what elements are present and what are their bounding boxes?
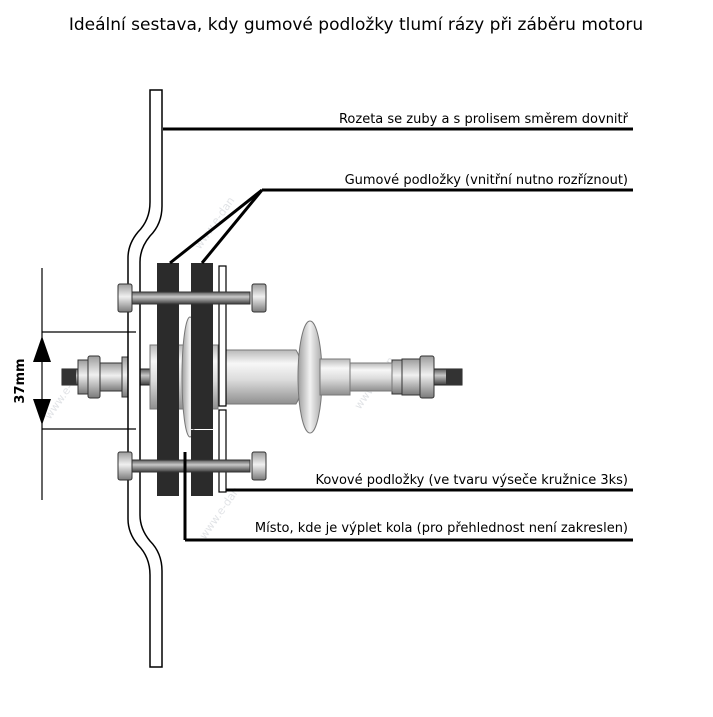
callout-gumove: Gumové podložky (vnitřní nutno rozříznou… xyxy=(169,173,633,265)
label-gumove: Gumové podložky (vnitřní nutno rozříznou… xyxy=(345,173,628,188)
callout-rozeta: Rozeta se zuby a s prolisem směrem dovni… xyxy=(163,112,633,131)
callout-kovove: Kovové podložky (ve tvaru výseče kružnic… xyxy=(226,473,633,492)
diagram-title: Ideální sestava, kdy gumové podložky tlu… xyxy=(69,15,643,35)
hub-body xyxy=(149,316,393,438)
dimension-label: 37mm xyxy=(13,358,28,403)
rubber-pad-inner-upper xyxy=(191,263,213,429)
right-axle-nut xyxy=(391,355,435,399)
watermark-text: www.e-dan xyxy=(192,194,238,251)
label-kovove: Kovové podložky (ve tvaru výseče kružnic… xyxy=(315,473,628,488)
sprocket-plate xyxy=(127,89,163,668)
rubber-pad-outer xyxy=(157,263,179,496)
callout-misto: Místo, kde je výplet kola (pro přehledno… xyxy=(183,452,633,542)
bolt-lower xyxy=(117,451,267,481)
left-axle-nut xyxy=(77,355,133,399)
dimension-37mm: 37mm xyxy=(13,268,136,500)
label-rozeta: Rozeta se zuby a s prolisem směrem dovni… xyxy=(339,112,629,127)
bolt-upper xyxy=(117,283,267,313)
metal-washer-lower xyxy=(218,409,227,493)
label-misto: Místo, kde je výplet kola (pro přehledno… xyxy=(255,521,628,536)
metal-washer-upper xyxy=(218,265,227,407)
